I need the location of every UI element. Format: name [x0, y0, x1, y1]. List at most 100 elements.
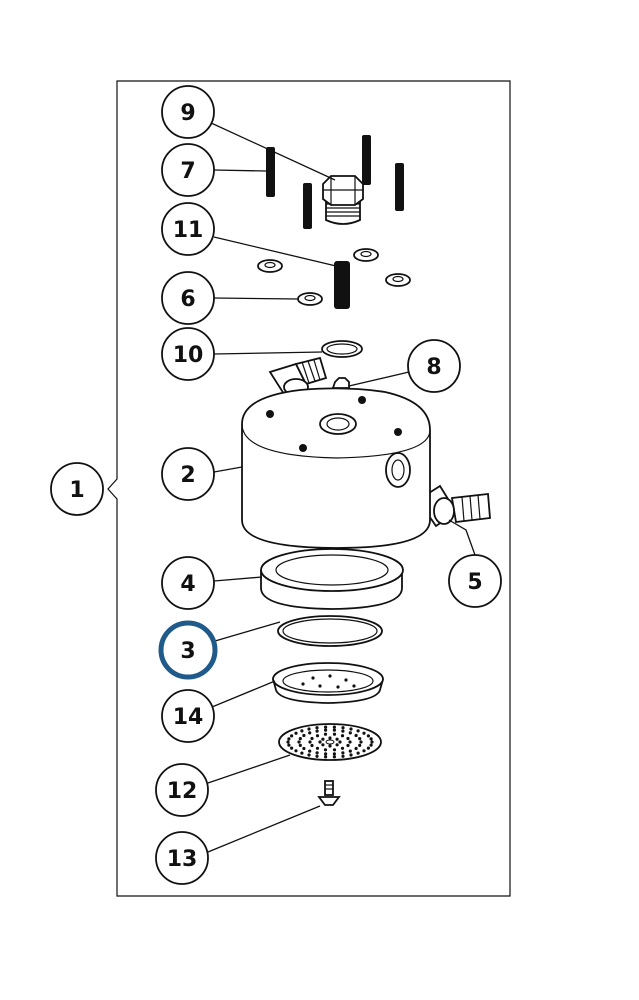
part-13-screw	[317, 780, 341, 806]
callout-5: 5	[448, 554, 502, 608]
screen-hole	[332, 755, 336, 759]
screen-hole	[341, 754, 345, 758]
screen-hole	[308, 731, 312, 735]
screen-hole	[354, 746, 358, 751]
screen-hole	[348, 749, 352, 753]
screen-hole	[307, 753, 311, 757]
part-9-hex-plug	[322, 175, 364, 225]
part-11-center-stud	[334, 261, 350, 309]
screen-hole	[341, 751, 345, 755]
screen-hole	[346, 736, 350, 741]
callout-1: 1	[50, 462, 104, 516]
callout-14-label: 14	[173, 705, 204, 730]
part-4-retaining-ring	[260, 548, 404, 610]
screen-hole	[300, 729, 304, 733]
callout-2-label: 2	[180, 463, 195, 488]
screen-hole	[358, 737, 362, 741]
part-7-threaded-studs	[266, 135, 404, 229]
leader-lines	[207, 121, 476, 853]
callout-13: 13	[155, 831, 209, 885]
callout-3-highlighted: 3	[158, 620, 218, 680]
screen-hole	[294, 731, 298, 735]
callout-14: 14	[161, 689, 215, 743]
screen-hole	[362, 731, 366, 735]
screen-hole	[370, 740, 374, 744]
callout-13-label: 13	[167, 847, 198, 872]
screen-hole	[315, 751, 319, 755]
screen-hole	[318, 740, 322, 744]
screen-hole	[321, 737, 325, 741]
callout-8: 8	[407, 339, 461, 393]
screen-hole	[349, 727, 353, 731]
screen-hole	[348, 731, 352, 735]
screen-hole	[287, 737, 291, 741]
part-3-gasket	[277, 615, 383, 647]
screen-hole	[300, 751, 304, 755]
screen-hole	[356, 729, 360, 733]
part-12-shower-screen	[278, 723, 382, 761]
screen-hole	[338, 740, 342, 744]
screen-hole	[315, 729, 319, 733]
screen-hole	[369, 737, 373, 741]
callout-12: 12	[155, 763, 209, 817]
screen-hole	[340, 734, 345, 738]
screen-hole	[328, 736, 332, 740]
screen-hole	[366, 746, 370, 750]
screen-hole	[315, 754, 319, 758]
part-2-main-body	[241, 387, 431, 549]
screen-hole	[366, 734, 370, 738]
screen-hole	[348, 740, 352, 744]
screen-hole	[369, 743, 373, 747]
screen-hole	[307, 727, 311, 731]
callout-2: 2	[161, 447, 215, 501]
screen-center-hole	[325, 739, 335, 745]
screen-hole	[297, 740, 301, 744]
assembly-frame	[107, 80, 511, 897]
callout-7-label: 7	[180, 159, 195, 184]
callout-8-label: 8	[426, 355, 441, 380]
screen-hole	[287, 743, 291, 747]
screen-hole	[340, 746, 345, 750]
screen-hole	[335, 737, 339, 741]
screen-hole	[315, 746, 320, 750]
screen-hole	[362, 749, 366, 753]
part-5-elbow-fitting-top	[268, 356, 328, 396]
callout-12-label: 12	[167, 779, 198, 804]
screen-hole	[335, 743, 339, 747]
part-6-washers	[257, 248, 411, 306]
screen-hole	[324, 725, 328, 729]
screen-hole	[332, 748, 337, 752]
screen-hole	[349, 753, 353, 757]
screen-hole	[324, 752, 328, 756]
screen-hole	[323, 732, 328, 736]
screen-hole	[359, 740, 363, 744]
screen-hole	[354, 733, 358, 738]
screen-hole	[332, 725, 336, 729]
screen-hole	[315, 726, 319, 730]
screen-hole	[298, 737, 302, 741]
callout-6: 6	[161, 271, 215, 325]
screen-hole	[302, 746, 306, 751]
callout-1-label: 1	[69, 478, 84, 503]
screen-hole	[290, 734, 294, 738]
screen-hole	[323, 748, 328, 752]
screen-hole	[308, 749, 312, 753]
screen-hole	[324, 728, 328, 732]
screen-hole	[341, 729, 345, 733]
callout-11-label: 11	[173, 218, 204, 243]
callout-11: 11	[161, 202, 215, 256]
callout-5-label: 5	[467, 570, 482, 595]
screen-hole	[332, 752, 336, 756]
screen-hole	[328, 744, 332, 748]
screen-hole	[332, 732, 337, 736]
callout-7: 7	[161, 143, 215, 197]
screen-hole	[302, 733, 306, 738]
callout-10-label: 10	[173, 343, 204, 368]
screen-hole	[294, 749, 298, 753]
screen-hole	[298, 743, 302, 748]
screen-hole	[290, 746, 294, 750]
screen-hole	[310, 743, 314, 748]
screen-hole	[324, 755, 328, 759]
screen-hole	[308, 740, 312, 744]
